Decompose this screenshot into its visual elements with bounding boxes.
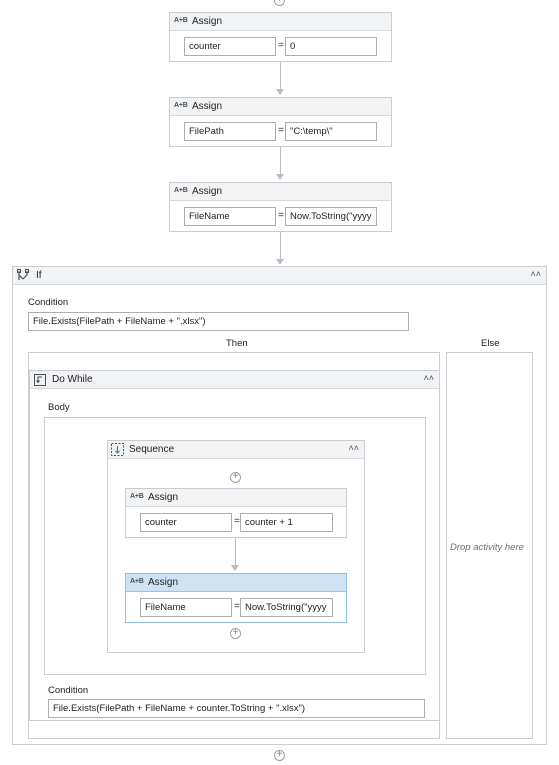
assign-filename-loop-activity[interactable]: A+B Assign FileName = Now.ToString("yyyy [125,573,347,623]
connector-arrow-icon [231,565,239,571]
sequence-activity[interactable]: Sequence ˄˄ + A+B Assign counter = count… [107,440,365,653]
activity-header: Sequence ˄˄ [108,441,364,459]
do-while-body-panel[interactable]: Sequence ˄˄ + A+B Assign counter = count… [44,417,426,675]
equals-sign: = [234,516,240,527]
activity-title: If [36,270,42,281]
if-activity[interactable]: If ˄˄ Condition File.Exists(FilePath + F… [12,266,547,745]
do-while-condition-label: Condition [48,685,89,696]
assign-icon: A+B [174,102,188,109]
add-activity-icon[interactable]: + [230,628,241,639]
activity-title: Assign [192,16,223,27]
connector-line [280,232,281,260]
else-label: Else [481,338,500,349]
assign-to-field[interactable]: FileName [184,207,276,226]
activity-header: If ˄˄ [13,267,546,285]
connector-arrow-icon [276,259,284,265]
assign-to-field[interactable]: counter [140,513,232,532]
activity-title: Sequence [129,444,175,455]
activity-header: A+B Assign [126,574,346,592]
collapse-icon[interactable]: ˄˄ [530,269,541,279]
assign-value-field[interactable]: Now.ToString("yyyy [240,598,333,617]
assign-icon: A+B [174,187,188,194]
sequence-icon [111,443,124,459]
activity-title: Assign [192,101,223,112]
activity-title: Assign [148,577,179,588]
else-panel[interactable]: Drop activity here [446,352,533,739]
body-label: Body [48,402,70,413]
drop-activity-placeholder: Drop activity here [450,542,524,553]
assign-value-field[interactable]: counter + 1 [240,513,333,532]
assign-counter-increment-activity[interactable]: A+B Assign counter = counter + 1 [125,488,347,538]
add-activity-icon[interactable]: + [230,472,241,483]
assign-icon: A+B [130,493,144,500]
connector-arrow-icon [276,174,284,180]
assign-to-field[interactable]: counter [184,37,276,56]
assign-to-field[interactable]: FileName [140,598,232,617]
collapse-icon[interactable]: ˄˄ [423,373,434,383]
equals-sign: = [278,40,284,51]
add-activity-top-icon[interactable]: + [274,0,285,6]
assign-icon: A+B [174,17,188,24]
assign-filepath-activity[interactable]: A+B Assign FilePath = "C:\temp\" [169,97,392,147]
assign-counter-activity[interactable]: A+B Assign counter = 0 [169,12,392,62]
activity-header: Do While ˄˄ [30,371,439,389]
assign-value-field[interactable]: "C:\temp\" [285,122,377,141]
assign-filename-activity[interactable]: A+B Assign FileName = Now.ToString("yyyy [169,182,392,232]
add-activity-bottom-icon[interactable]: + [274,750,285,761]
connector-line [235,538,236,566]
do-while-condition-field[interactable]: File.Exists(FilePath + FileName + counte… [48,699,425,718]
connector-arrow-icon [276,89,284,95]
assign-icon: A+B [130,578,144,585]
connector-line [280,62,281,90]
assign-to-field[interactable]: FilePath [184,122,276,141]
assign-value-field[interactable]: Now.ToString("yyyy [285,207,377,226]
connector-line [280,147,281,175]
activity-header: A+B Assign [126,489,346,507]
assign-value-field[interactable]: 0 [285,37,377,56]
if-condition-field[interactable]: File.Exists(FilePath + FileName + ".xlsx… [28,312,409,331]
then-panel[interactable]: Do While ˄˄ Body Sequence [28,352,440,739]
equals-sign: = [278,210,284,221]
activity-title: Assign [148,492,179,503]
then-label: Then [226,338,248,349]
equals-sign: = [278,125,284,136]
do-while-activity[interactable]: Do While ˄˄ Body Sequence [29,370,440,721]
do-while-icon [34,374,46,389]
activity-header: A+B Assign [170,13,391,31]
activity-header: A+B Assign [170,98,391,116]
equals-sign: = [234,601,240,612]
if-condition-label: Condition [28,297,69,308]
activity-title: Do While [52,374,93,385]
activity-title: Assign [192,186,223,197]
if-icon [17,269,30,285]
activity-header: A+B Assign [170,183,391,201]
collapse-icon[interactable]: ˄˄ [348,443,359,453]
